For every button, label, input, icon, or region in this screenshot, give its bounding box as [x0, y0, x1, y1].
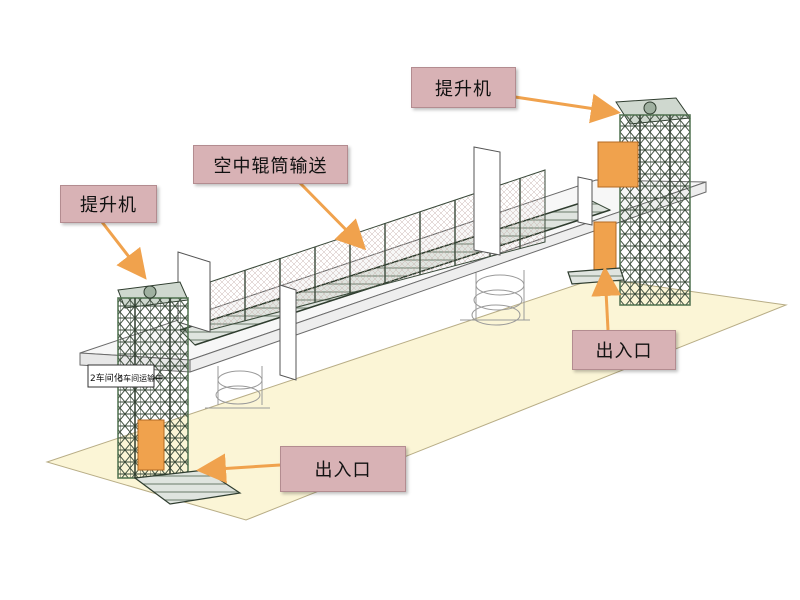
- arrow-conveyor: [298, 181, 367, 251]
- lift-tower-right: [615, 97, 691, 306]
- bridge-panel-right: [577, 176, 593, 226]
- end-panel-right: [473, 146, 501, 256]
- lift-sign-text-right: 3车间运输中: [118, 373, 163, 383]
- lift-sign: [87, 364, 155, 388]
- cargo-box-right-upper: [597, 141, 639, 188]
- spiral-staircase-center: [460, 270, 530, 326]
- cargo-box-left: [137, 419, 165, 471]
- label-exit-left: 出入口: [280, 446, 406, 492]
- label-exit-right: 出入口: [572, 330, 676, 370]
- lift-tower-left: [117, 281, 189, 479]
- lift-sign-text-left: 2车间化: [90, 372, 123, 384]
- spiral-staircase-left: [205, 366, 270, 409]
- label-lift-left: 提升机: [60, 185, 157, 223]
- label-aerial-roller-conveyor: 空中辊筒输送: [193, 145, 348, 184]
- arrow-exit-left: [196, 453, 281, 484]
- arrow-lift-right: [514, 93, 621, 124]
- mid-panel: [279, 284, 297, 381]
- arrow-lift-left: [100, 221, 147, 280]
- arrow-exit-right: [591, 266, 622, 331]
- cargo-box-right-lower: [593, 221, 617, 271]
- label-lift-right: 提升机: [411, 67, 516, 108]
